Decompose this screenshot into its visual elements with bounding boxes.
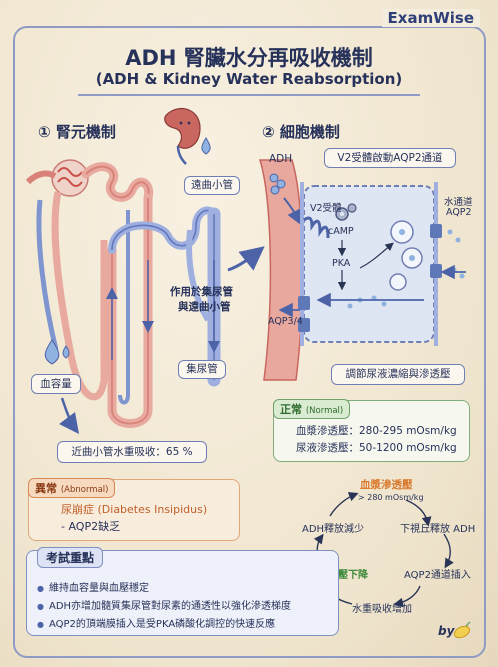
label-regulate-urine: 調節尿液濃縮與滲透壓 (331, 364, 465, 385)
nephron-illustration (25, 159, 221, 428)
section1-heading: ① 腎元機制 (38, 123, 116, 141)
label-v2-title: V2受體啟動AQP2通道 (324, 148, 456, 168)
cycle-top: 血漿滲透壓 (360, 479, 413, 491)
page-title: ADH 腎臟水分再吸收機制 (125, 46, 373, 70)
cycle-top-sub: > 280 mOsm/kg (358, 493, 424, 502)
label-distal-tubule: 遠曲小管 (184, 176, 240, 195)
label-acts-on-2: 與遠曲小管 (178, 301, 231, 313)
label-v2-receptor: V2受體 (310, 203, 342, 214)
signature: by (438, 624, 455, 638)
gear-icon (335, 203, 357, 221)
abnormal-line2: - AQP2缺乏 (61, 520, 121, 533)
label-adh: ADH (269, 153, 293, 165)
label-pka: PKA (332, 258, 351, 269)
label-aqp2-line2: AQP2 (446, 207, 472, 218)
normal-line2: 尿液滲透壓：50-1200 mOsm/kg (296, 442, 457, 454)
abnormal-tag-en: (Abnormal) (60, 485, 109, 495)
abnormal-line1: 尿崩症 (Diabetes Insipidus) (61, 503, 208, 516)
water-drop-icon (201, 137, 211, 155)
exam-point: 維持血容量與血壓穩定 (37, 579, 149, 594)
cell-illustration (258, 159, 466, 381)
exam-points-card: 考試重點 維持血容量與血壓穩定 ADH亦增加髓質集尿管對尿素的通透性以強化滲透梯… (26, 547, 339, 636)
normal-card: 正常 (Normal) 血漿滲透壓：280-295 mOsm/kg 尿液滲透壓：… (273, 399, 470, 462)
exam-tag: 考試重點 (37, 547, 104, 568)
exam-point: ADH亦增加髓質集尿管對尿素的通透性以強化滲透梯度 (37, 597, 291, 612)
lemon-icon (453, 621, 471, 639)
title-underline (78, 94, 420, 96)
normal-line1: 血漿滲透壓：280-295 mOsm/kg (296, 425, 457, 437)
cycle-bottom: 水重吸收增加 (352, 604, 412, 615)
border-frame (13, 26, 486, 658)
label-proximal-reabsorption: 近曲小管水重吸收：65 % (57, 441, 207, 463)
label-collecting-duct: 集尿管 (178, 360, 226, 379)
normal-tag: 正常 (Normal) (273, 399, 351, 419)
cycle-left2: ADH釋放減少 (302, 524, 365, 535)
abnormal-card: 異常 (Abnormal) 尿崩症 (Diabetes Insipidus) -… (28, 478, 240, 541)
normal-tag-en: (Normal) (305, 406, 344, 416)
normal-tag-label: 正常 (280, 403, 302, 416)
kidney-icon (164, 107, 201, 165)
cycle-right1: 下視丘釋放 ADH (400, 524, 476, 535)
label-acts-on-1: 作用於集尿管 (170, 286, 233, 298)
label-camp: cAMP (328, 226, 354, 237)
cycle-right2: AQP2通道插入 (404, 570, 471, 581)
abnormal-tag: 異常 (Abnormal) (28, 478, 116, 498)
label-blood-volume: 血容量 (31, 374, 81, 394)
water-drop-icon (44, 339, 60, 365)
section2-heading: ② 細胞機制 (262, 123, 340, 141)
label-aqp2-line1: 水通道 (444, 197, 473, 208)
abnormal-tag-label: 異常 (35, 482, 57, 495)
page-subtitle: (ADH & Kidney Water Reabsorption) (95, 70, 403, 88)
exam-point: AQP2的頂端膜插入是受PKA磷酸化調控的快速反應 (37, 615, 275, 630)
brand-logo: ExamWise (381, 9, 480, 27)
label-aqp34: AQP3/4 (268, 316, 303, 327)
